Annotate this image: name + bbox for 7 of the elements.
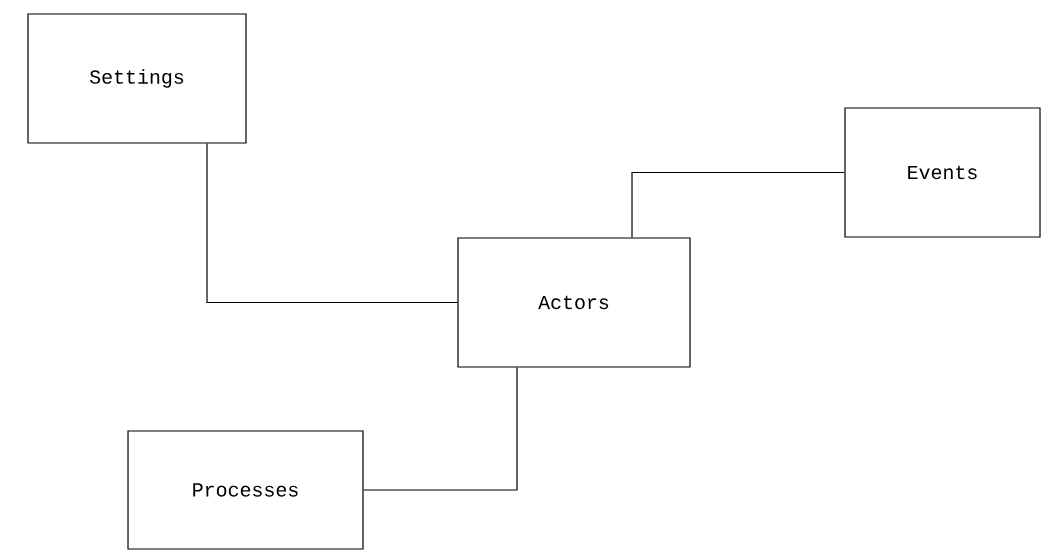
connector-line [206,143,458,304]
process-box: Actors [457,237,691,368]
process-box: Processes [127,430,364,550]
process-box: Settings [27,13,247,144]
connector-line [631,171,845,238]
process-box: Events [844,107,1041,238]
connector-line [363,367,518,491]
